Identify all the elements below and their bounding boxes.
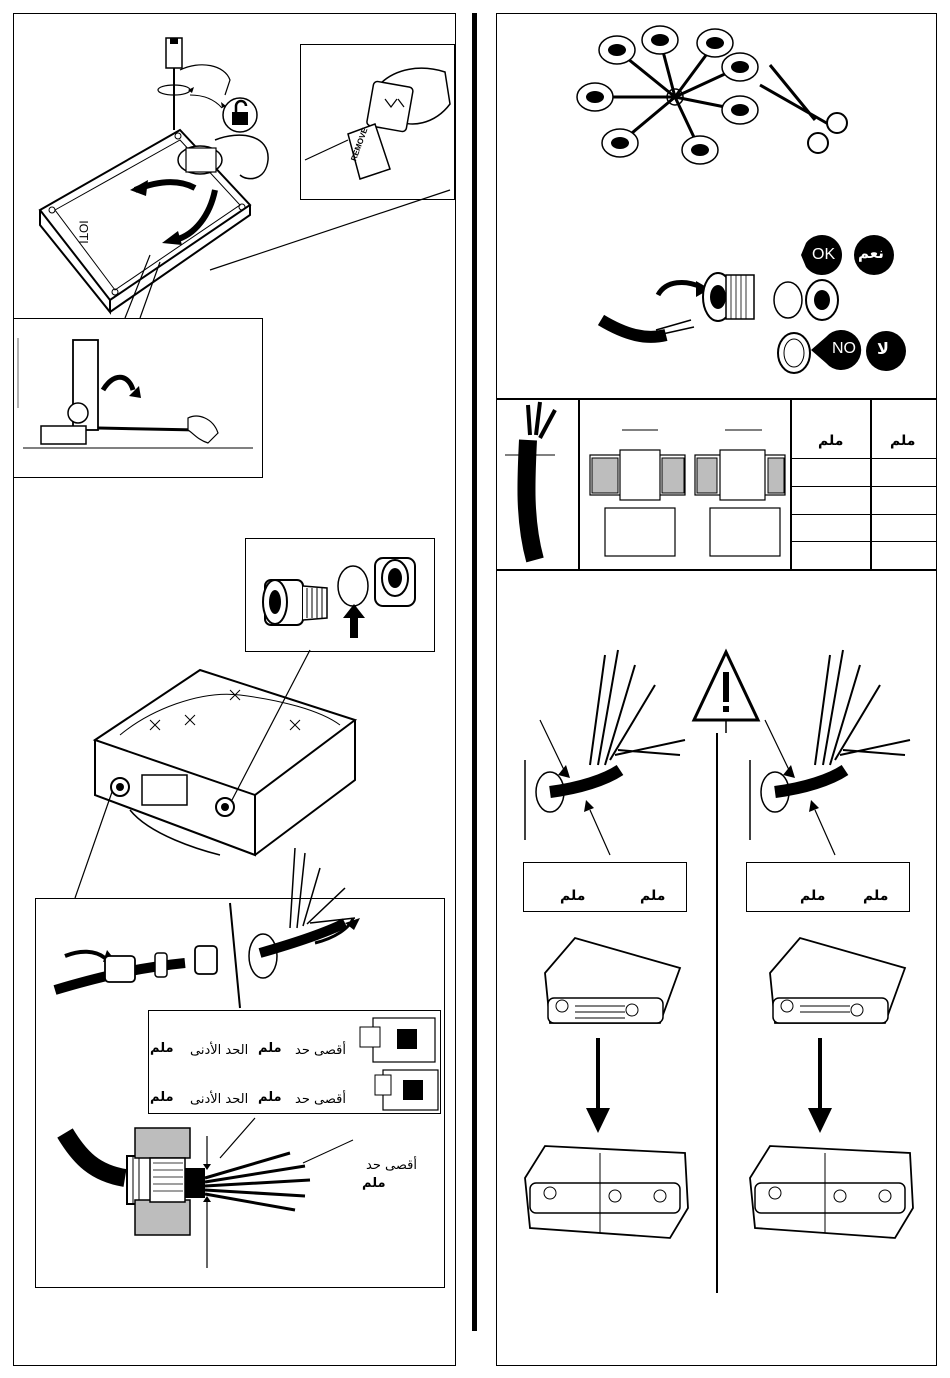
grommet-tree-illustration xyxy=(575,25,865,185)
lid-hinge-illustration xyxy=(13,318,263,478)
ok-badge-label: OK xyxy=(812,246,835,264)
clamp-left-illustration xyxy=(520,928,700,1268)
gland-section-diagrams xyxy=(580,400,790,570)
no-badge-label: NO xyxy=(832,340,856,358)
warning-cable-right xyxy=(735,640,935,860)
warning-center-line xyxy=(716,733,718,1293)
warning-left-label-box xyxy=(523,862,687,912)
cable-diameter-illustration xyxy=(500,400,580,570)
strip-row2-max-unit: ملم xyxy=(258,1090,282,1105)
strip-terminal-icons xyxy=(355,1015,440,1115)
table-col1-header: ملم xyxy=(818,433,843,449)
open-enclosure-illustration xyxy=(0,650,460,860)
strip-row1-max-label: أقصى حد xyxy=(295,1043,346,1058)
warning-left-label-b: ملم xyxy=(560,888,585,904)
device-brand-label: IOTI xyxy=(77,220,91,243)
center-divider xyxy=(472,13,477,1331)
clamp-right-illustration xyxy=(745,928,925,1268)
warning-right-label-b: ملم xyxy=(800,888,825,904)
strip-row2-max-label: أقصى حد xyxy=(295,1092,346,1107)
strip-row2-min-label: الحد الأدنى xyxy=(190,1092,248,1107)
remove-tab-illustration xyxy=(300,44,455,200)
cable-assembly-illustration xyxy=(35,898,445,1018)
strip-row1-min-unit: ملم xyxy=(150,1041,174,1056)
warning-left-label-a: ملم xyxy=(640,888,665,904)
table-hline-4 xyxy=(790,541,937,542)
warning-cable-left xyxy=(510,640,710,860)
table-hline-1 xyxy=(790,458,937,459)
strip-row1-min-label: الحد الأدنى xyxy=(190,1043,248,1058)
gland-parts-illustration xyxy=(245,538,435,652)
table-hline-3 xyxy=(790,514,937,515)
gland-cross-section xyxy=(35,1118,445,1288)
table-hline-2 xyxy=(790,486,937,487)
strip-side-max-label: أقصى حد xyxy=(366,1158,417,1173)
no-arabic-label: لا xyxy=(877,339,889,358)
table-vline-2 xyxy=(790,399,792,569)
warning-right-label-box xyxy=(746,862,910,912)
yes-arabic-label: نعم xyxy=(858,244,884,262)
warning-right-label-a: ملم xyxy=(863,888,888,904)
strip-row2-min-unit: ملم xyxy=(150,1090,174,1105)
strip-side-max-unit: ملم xyxy=(362,1176,386,1191)
table-col2-header: ملم xyxy=(890,433,915,449)
table-vline-3 xyxy=(870,399,872,569)
strip-row1-max-unit: ملم xyxy=(258,1041,282,1056)
